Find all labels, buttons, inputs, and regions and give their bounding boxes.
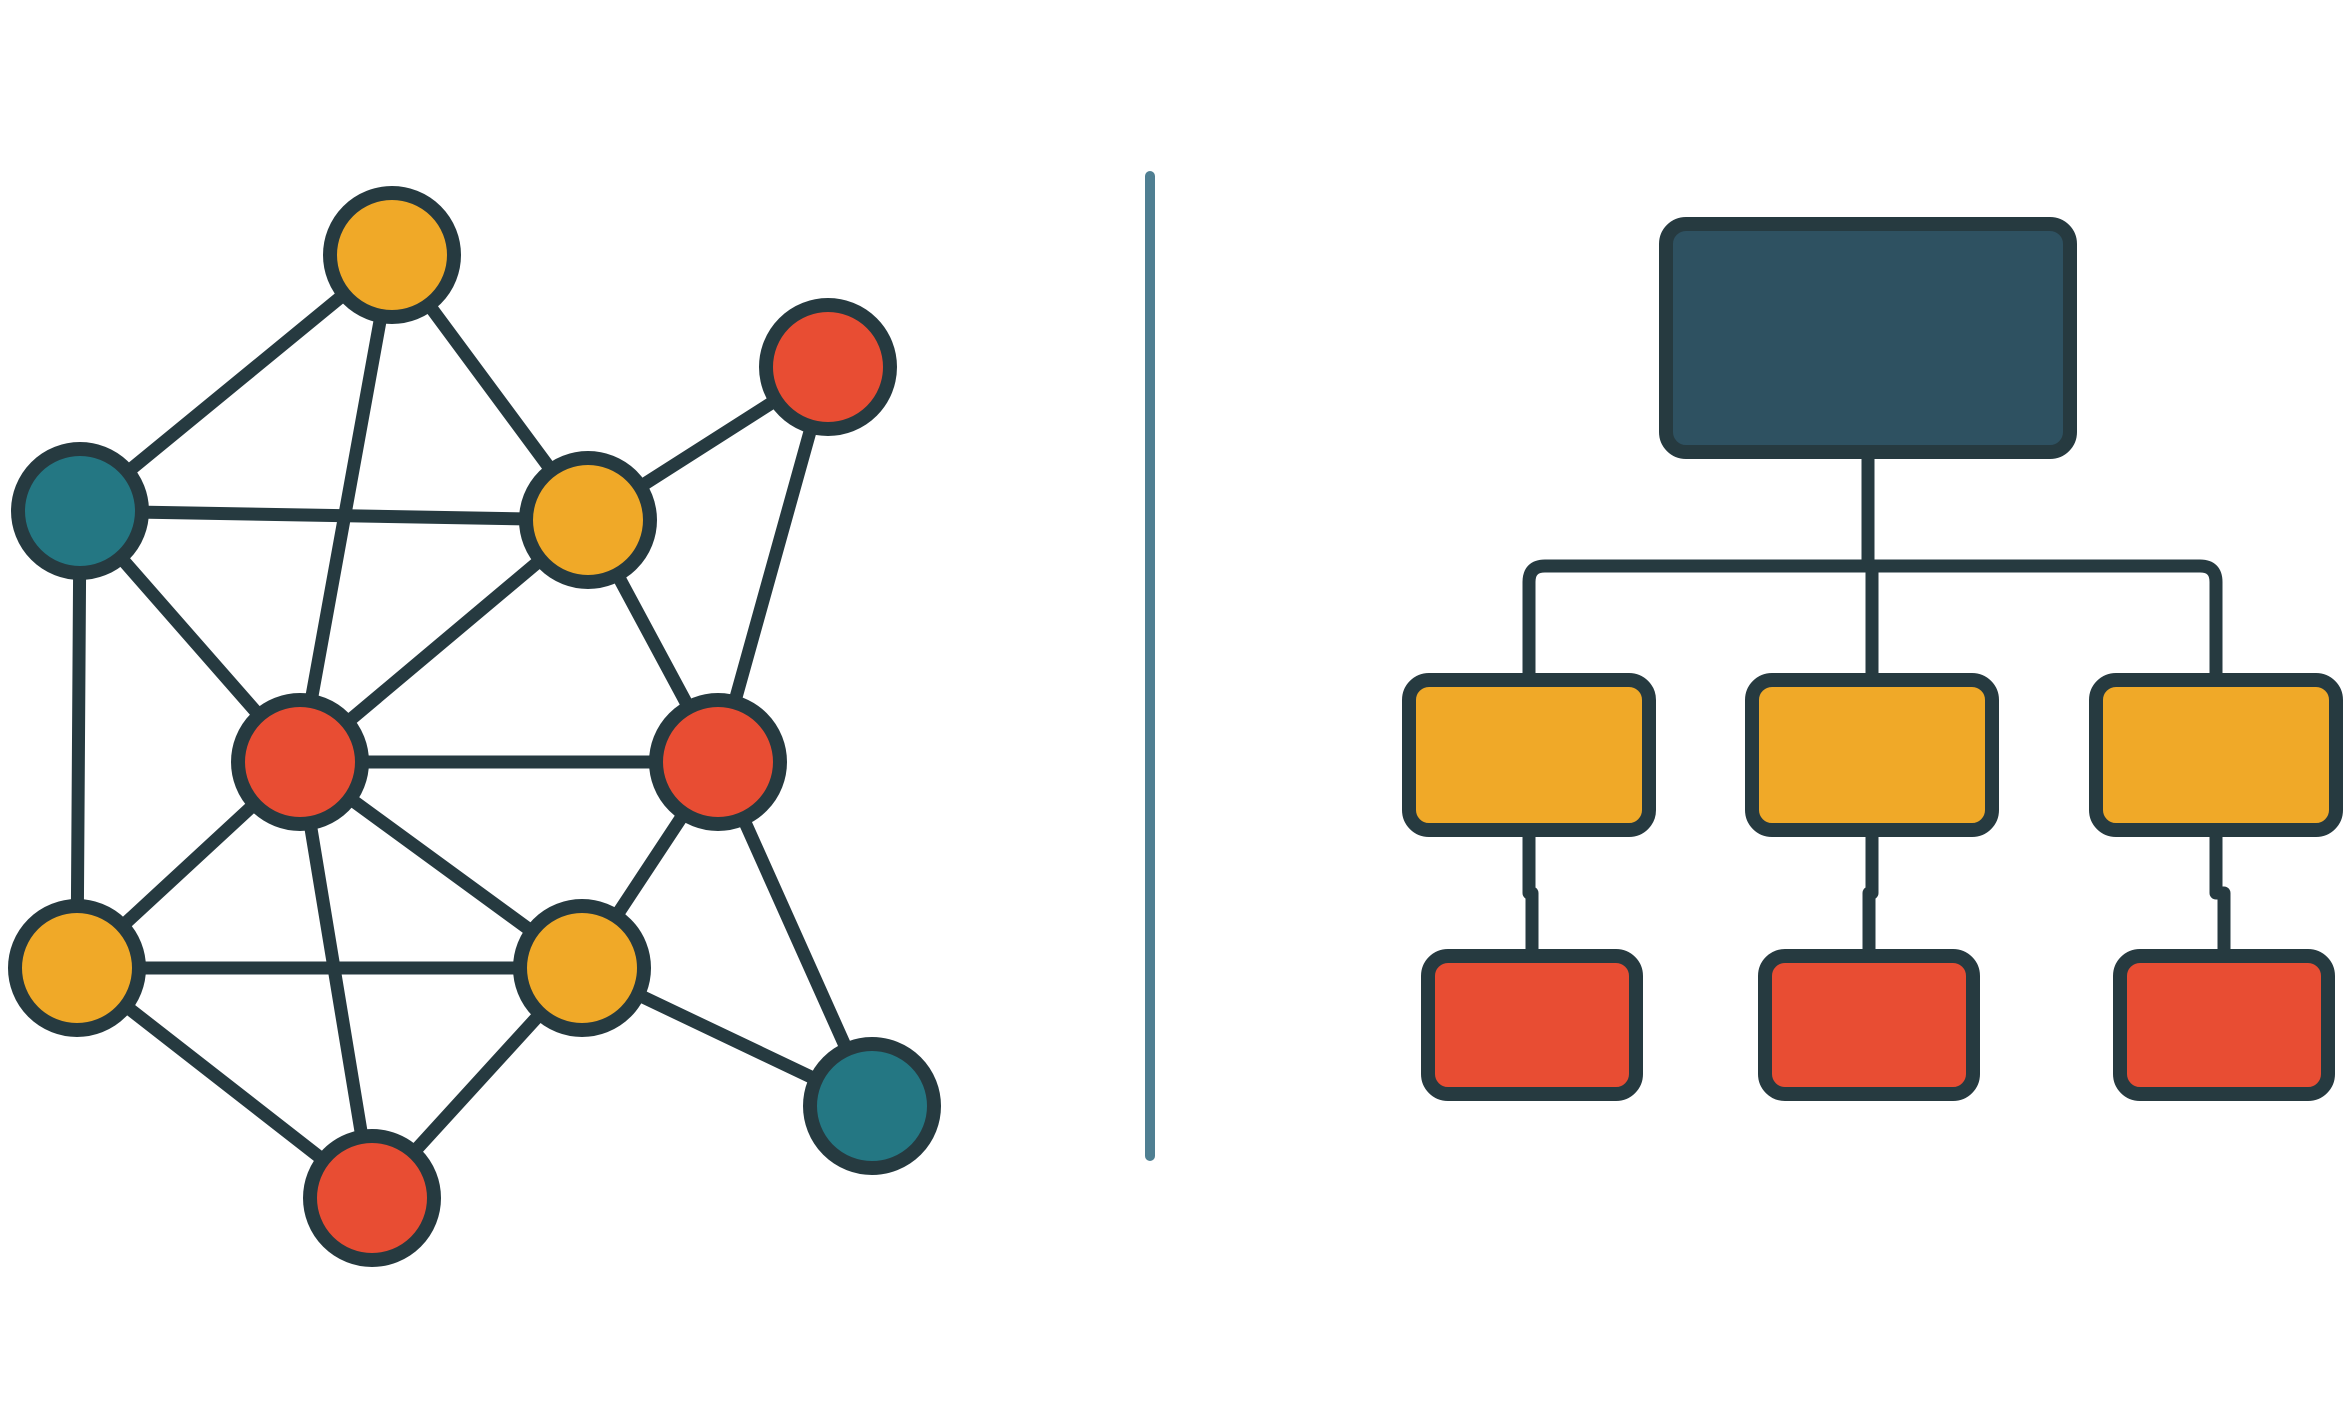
edge-n5-n10 (293, 755, 379, 1205)
hierarchy-child-box-c2 (1745, 673, 1999, 837)
connector-c3-g3 (2209, 823, 2231, 963)
hierarchy-child-box-c1 (1402, 673, 1656, 837)
network-nodes (8, 186, 941, 1267)
network-node-n6 (649, 693, 787, 831)
hierarchy-leaf-box-g1 (1421, 949, 1643, 1101)
network-node-n2 (759, 298, 897, 436)
hierarchy-boxes (1402, 217, 2343, 1101)
network-node-n3 (11, 442, 149, 580)
hierarchy-root-box (1659, 217, 2077, 459)
network-node-n9 (803, 1037, 941, 1175)
edge-n3-n7 (70, 504, 87, 975)
hierarchy-leaf-box-g2 (1758, 949, 1980, 1101)
connector-c1-g1 (1522, 823, 1539, 963)
network-node-n10 (303, 1129, 441, 1267)
hierarchy-leaf-box-g3 (2113, 949, 2335, 1101)
connector-c2-g2 (1862, 823, 1879, 963)
network-node-n7 (8, 899, 146, 1037)
edge-n1-n5 (293, 248, 399, 769)
hierarchy-child-box-c3 (2089, 673, 2343, 837)
edge-n3-n4 (73, 504, 595, 527)
network-node-n1 (323, 186, 461, 324)
network-node-n5 (231, 693, 369, 831)
network-node-n8 (513, 899, 651, 1037)
network-node-n4 (519, 451, 657, 589)
hierarchy-connectors (1522, 445, 2231, 963)
